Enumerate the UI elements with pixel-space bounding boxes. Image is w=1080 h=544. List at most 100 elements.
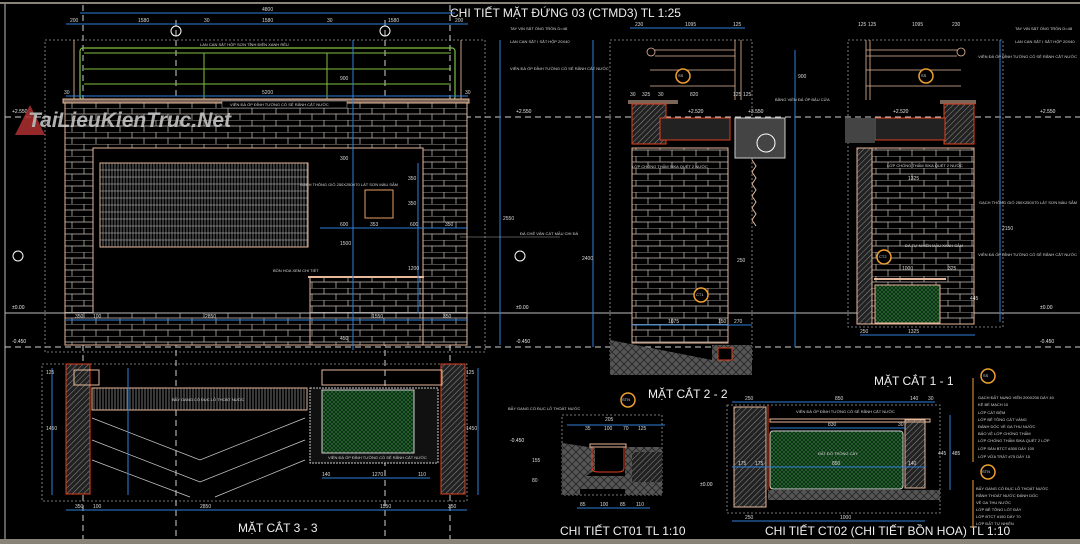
section22-dimensions: 230 1095 125 30 325 30 820 125 125 1075 … xyxy=(582,22,807,325)
section-1-1[interactable]: 125 125 1095 230 250 1325 1000 325 2150 … xyxy=(845,22,1077,388)
svg-text:+2.550: +2.550 xyxy=(516,109,532,115)
section22-label: MẶT CẮT 2 - 2 xyxy=(648,386,728,401)
svg-text:TaiLieuKienTruc.Net: TaiLieuKienTruc.Net xyxy=(28,109,232,132)
svg-text:70: 70 xyxy=(623,426,629,432)
svg-text:100: 100 xyxy=(600,502,609,508)
svg-text:125: 125 xyxy=(733,92,742,98)
ct02-label: CHI TIẾT CT02 (CHI TIẾT BỒN HOA) TL 1:10 xyxy=(765,523,1011,538)
svg-text:LAN CAN SẮT I SẮT HỘP 20X40: LAN CAN SẮT I SẮT HỘP 20X40 xyxy=(1015,39,1075,44)
detail-ct02[interactable]: 250 850 140 30 830 30 175 175 850 140 25… xyxy=(700,396,1011,538)
svg-text:TAY VỊN SẮT ỐNG TRÒN D=48: TAY VỊN SẮT ỐNG TRÒN D=48 xyxy=(510,26,568,31)
svg-text:+2.550: +2.550 xyxy=(1040,109,1056,115)
ct02-soil: ĐẤT ĐỒ TRỒNG CÂY xyxy=(818,451,858,456)
tag-ss[interactable] xyxy=(675,68,691,84)
tag-ct1[interactable] xyxy=(693,287,709,303)
svg-text:1450: 1450 xyxy=(466,426,477,432)
ct02-level: ±0.00 xyxy=(700,482,713,488)
svg-text:850: 850 xyxy=(835,396,844,402)
front-elevation[interactable]: 4800 200 1580 30 1580 30 1580 200 5200 3… xyxy=(12,7,578,353)
svg-text:LỚP SÀN BTCT #300 DÀY 100: LỚP SÀN BTCT #300 DÀY 100 xyxy=(978,446,1035,451)
svg-text:LAN CAN SẮT HỘP SƠN TĨNH ĐIỆN: LAN CAN SẮT HỘP SƠN TĨNH ĐIỆN XANH RÊU xyxy=(200,42,289,47)
tag-ss[interactable] xyxy=(918,68,934,84)
roof-slab xyxy=(659,117,731,141)
section11-dimensions: 125 125 1095 230 250 1325 1000 325 2150 … xyxy=(858,22,1013,335)
svg-text:325: 325 xyxy=(948,266,957,272)
svg-text:125: 125 xyxy=(733,22,742,28)
tag-stn[interactable] xyxy=(620,392,636,408)
svg-text:±0.00: ±0.00 xyxy=(1040,305,1053,311)
svg-text:30: 30 xyxy=(630,92,636,98)
svg-text:125: 125 xyxy=(868,22,877,28)
svg-text:110: 110 xyxy=(636,502,644,508)
ct01-level: -0.450 xyxy=(510,438,524,444)
svg-text:LỚP CHỐNG THẤM SIKA QUÉT 2 NƯỚ: LỚP CHỐNG THẤM SIKA QUÉT 2 NƯỚC xyxy=(887,163,963,168)
svg-text:-0.450: -0.450 xyxy=(1040,339,1054,345)
svg-text:100: 100 xyxy=(93,504,102,510)
svg-text:485: 485 xyxy=(952,451,961,457)
ct02-note: VIÊN ĐÁ ỐP ĐỈNH TƯỜNG CÓ SẺ RÃNH CẮT NƯỚ… xyxy=(796,409,895,414)
svg-text:CT2: CT2 xyxy=(879,254,887,259)
svg-text:VỀ GA THU NƯỚC: VỀ GA THU NƯỚC xyxy=(976,500,1011,505)
svg-text:SS: SS xyxy=(983,373,989,378)
level-markers: +2.550 ±0.00 -0.450 +2.550 ±0.00 -0.450 … xyxy=(12,109,1056,345)
svg-text:270: 270 xyxy=(734,319,743,325)
column-right xyxy=(440,363,466,495)
section33-label: MẶT CẮT 3 - 3 xyxy=(238,520,318,535)
section11-cap-note-lower: VIÊN ĐÁ ỐP ĐỈNH TƯỜNG CÓ SẺ RÃNH CẮT NƯỚ… xyxy=(978,252,1077,257)
svg-text:1450: 1450 xyxy=(46,426,57,432)
svg-text:1580: 1580 xyxy=(262,18,273,24)
svg-text:5200: 5200 xyxy=(262,90,273,96)
svg-text:BẰNG VIỀN ĐÁ ỐP BẬU CỬA: BẰNG VIỀN ĐÁ ỐP BẬU CỬA xyxy=(775,97,830,102)
svg-text:85: 85 xyxy=(620,502,626,508)
svg-text:150: 150 xyxy=(718,319,727,325)
planter-soil xyxy=(769,430,904,490)
svg-text:350: 350 xyxy=(443,314,452,320)
svg-text:250: 250 xyxy=(745,396,754,402)
svg-text:1325: 1325 xyxy=(908,176,919,182)
svg-text:205: 205 xyxy=(605,417,614,423)
svg-text:STN: STN xyxy=(622,397,630,402)
section22-notes: TAY VỊN SẮT ỐNG TRÒN D=48 LAN CAN SẮT I … xyxy=(510,26,830,169)
svg-text:140: 140 xyxy=(910,396,919,402)
svg-text:250: 250 xyxy=(737,258,746,264)
planter-soil xyxy=(874,284,941,324)
svg-text:1500: 1500 xyxy=(340,241,351,247)
grate-note: BẤY GANG CÓ ĐỤC LỖ THOÁT NƯỚC xyxy=(172,397,245,402)
ground-fill xyxy=(610,340,712,375)
svg-text:4800: 4800 xyxy=(262,7,273,13)
legend-tag-ss xyxy=(980,368,996,384)
section11-cap-note: VIÊN ĐÁ ỐP ĐỈNH TƯỜNG CÓ SẺ RÃNH CẮT NƯỚ… xyxy=(978,54,1077,59)
svg-text:KÊ BỂ MẠCH 10: KÊ BỂ MẠCH 10 xyxy=(978,402,1009,407)
elevation-dimensions: 4800 200 1580 30 1580 30 1580 200 5200 3… xyxy=(64,7,514,342)
svg-text:350: 350 xyxy=(75,314,84,320)
svg-text:1095: 1095 xyxy=(912,22,923,28)
detail-ct01[interactable]: 205 35 100 70 125 85 100 85 110 155 80 B… xyxy=(508,392,686,538)
svg-text:250: 250 xyxy=(745,515,754,521)
svg-text:LỚP BTCT #150 DÀY 70: LỚP BTCT #150 DÀY 70 xyxy=(976,514,1021,519)
svg-text:85: 85 xyxy=(580,502,586,508)
svg-text:30: 30 xyxy=(898,422,904,428)
svg-text:STN: STN xyxy=(982,469,990,474)
svg-text:BẢO VỆ LỚP CHỐNG THẤM: BẢO VỆ LỚP CHỐNG THẤM xyxy=(978,431,1031,436)
ct01-note: BẤY GANG CÓ ĐỤC LỖ THOÁT NƯỚC xyxy=(508,406,581,411)
svg-text:125: 125 xyxy=(466,370,475,376)
svg-text:200: 200 xyxy=(455,18,464,24)
svg-text:250: 250 xyxy=(860,329,869,335)
svg-text:2400: 2400 xyxy=(582,256,593,262)
svg-text:230: 230 xyxy=(635,22,644,28)
svg-text:100: 100 xyxy=(604,426,613,432)
watermark-logo: TaiLieuKienTruc.Net xyxy=(15,105,232,135)
section-3-3[interactable]: 350 100 2850 1550 350 140 1270 110 1450 … xyxy=(41,363,479,535)
svg-text:230: 230 xyxy=(952,22,961,28)
svg-text:1000: 1000 xyxy=(902,266,913,272)
tag-ct2[interactable] xyxy=(876,249,892,265)
svg-text:+2.550: +2.550 xyxy=(12,109,28,115)
svg-text:VIÊN ĐÁ ỐP ĐỈNH TƯỜNG CÓ SẺ RÃ: VIÊN ĐÁ ỐP ĐỈNH TƯỜNG CÓ SẺ RÃNH CẮT NƯỚ… xyxy=(510,66,609,71)
svg-text:+2.520: +2.520 xyxy=(688,109,704,115)
ct01-label: CHI TIẾT CT01 TL 1:10 xyxy=(560,523,686,538)
svg-text:ĐÁNH DỐC VỀ GA THU NƯỚC: ĐÁNH DỐC VỀ GA THU NƯỚC xyxy=(978,424,1036,429)
svg-text:LỚP CHỐNG THẤM SIKA QUÉT 2 LỚP: LỚP CHỐNG THẤM SIKA QUÉT 2 LỚP xyxy=(978,438,1050,443)
vent-block xyxy=(364,189,394,219)
section-2-2[interactable]: 230 1095 125 30 325 30 820 125 125 1075 … xyxy=(510,22,830,401)
